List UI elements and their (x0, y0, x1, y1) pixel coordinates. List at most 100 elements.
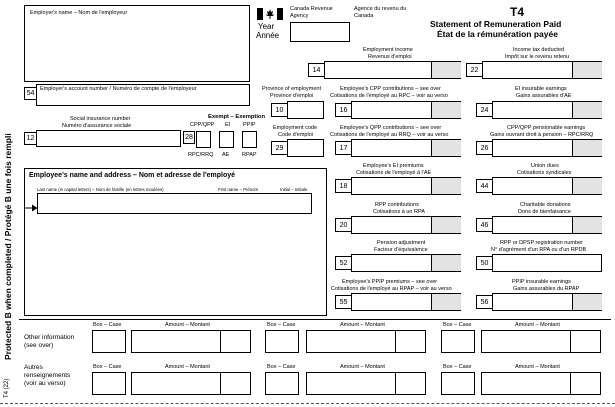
other-amount-label-6: Amount – Montant (515, 364, 560, 370)
year-field[interactable] (290, 22, 350, 42)
box-14-number: 14 (308, 63, 325, 77)
other-amount-5-field[interactable] (306, 372, 426, 395)
box-55-label-fr: Cotisations de l'employé au RPAP – voir … (331, 286, 452, 292)
other-info-label-fr-1: Autres (24, 364, 43, 371)
section-top-rule (19, 319, 611, 320)
box-46-label-fr: Dons de bienfaisance (518, 209, 571, 215)
box-44-field[interactable] (492, 177, 602, 195)
box-18-field[interactable] (351, 177, 461, 195)
other-box-label-5: Box – Case (267, 364, 296, 370)
box-50-number: 50 (476, 256, 493, 270)
box-50-field[interactable] (492, 254, 602, 272)
box-20-field[interactable] (351, 216, 461, 234)
form-version: T4 (22) (4, 378, 10, 398)
box-54-label: Employer's account number / Numéro de co… (40, 86, 197, 92)
box-28-ei-label: EI (225, 122, 231, 128)
other-amount-label-4: Amount – Montant (165, 364, 210, 370)
box-29-field[interactable] (287, 139, 324, 157)
form-title-en: Statement of Remuneration Paid (430, 19, 562, 29)
employer-name-field[interactable] (24, 5, 250, 82)
box-12-label-en: Social insurance number (70, 116, 131, 122)
other-box-1-field[interactable] (92, 330, 126, 353)
box-55-field[interactable] (351, 293, 461, 311)
other-info-label-fr-2: renseignements (24, 372, 71, 379)
box-28-exempt-label: Exempt – Exemption (208, 114, 266, 120)
agency-name-en: Canada Revenue Agency (290, 6, 333, 19)
other-box-label-1: Box – Case (93, 322, 122, 328)
initial-label: Initial – Initiale (280, 187, 308, 192)
other-box-6-field[interactable] (441, 372, 475, 395)
other-amount-6-field[interactable] (481, 372, 601, 395)
box-17-label-en: Employee's QPP contributions – see over (340, 125, 442, 131)
other-info-label-en-2: (see over) (24, 342, 54, 349)
box-52-label-en: Pension adjustment (377, 240, 426, 246)
box-28-ae-label: AE (222, 152, 230, 158)
cut-line (0, 403, 615, 404)
other-amount-3-field[interactable] (481, 330, 601, 353)
other-amount-label-5: Amount – Montant (340, 364, 385, 370)
box-46-field[interactable] (492, 216, 602, 234)
box-22-number: 22 (466, 63, 483, 77)
box-16-label-fr: Cotisations de l'employé au RPC – voir a… (330, 93, 448, 99)
other-amount-2-field[interactable] (306, 330, 426, 353)
other-amount-label-2: Amount – Montant (340, 322, 385, 328)
box-17-field[interactable] (351, 139, 461, 157)
other-amount-1-field[interactable] (131, 330, 251, 353)
box-29-label-en: Employment code (273, 125, 318, 131)
box-56-label-fr: Gains assurables du RPAP (513, 286, 580, 292)
box-28-rpap-label: RPAP (242, 152, 257, 158)
box-26-number: 26 (476, 141, 493, 155)
box-10-label-en: Province of employment (262, 86, 321, 92)
box-17-label-fr: Cotisations de l'employé au RRQ – voir a… (330, 132, 449, 138)
box-12-field[interactable] (36, 130, 181, 147)
other-box-2-field[interactable] (265, 330, 299, 353)
box-46-number: 46 (476, 218, 493, 232)
box-24-label-fr: Gains assurables d'AE (516, 93, 572, 99)
box-17-number: 17 (335, 141, 352, 155)
employee-name-field[interactable] (37, 193, 312, 214)
box-54-field[interactable] (36, 84, 250, 106)
other-info-label-fr-3: (voir au verso) (24, 380, 66, 387)
box-52-field[interactable] (351, 254, 461, 272)
box-14-field[interactable] (324, 61, 461, 79)
employee-section-heading: Employee's name and address – Nom et adr… (29, 172, 236, 179)
box-28-ppip-checkbox[interactable] (242, 131, 257, 148)
box-28-cpp-label: CPP/QPP (190, 122, 215, 128)
box-44-label-en: Union dues (531, 163, 559, 169)
box-22-label-fr: Impôt sur le revenu retenu (505, 54, 570, 60)
form-title-fr: État de la rémunération payée (437, 29, 558, 39)
other-amount-label-3: Amount – Montant (515, 322, 560, 328)
box-16-label-en: Employee's CPP contributions – see over (340, 86, 441, 92)
other-box-3-field[interactable] (441, 330, 475, 353)
box-24-field[interactable] (492, 101, 602, 119)
box-44-number: 44 (476, 179, 493, 193)
box-12-label-fr: Numéro d'assurance sociale (62, 123, 132, 129)
box-14-label-en: Employment income (363, 47, 413, 53)
box-26-field[interactable] (492, 139, 602, 157)
box-28-ei-checkbox[interactable] (219, 131, 234, 148)
box-20-label-en: RPP contributions (375, 202, 419, 208)
last-name-label: Last name (in capital letters) – Nom de … (37, 187, 164, 192)
box-56-field[interactable] (492, 293, 602, 311)
box-50-label-en: RPP or DPSP registration number (500, 240, 583, 246)
box-20-label-fr: Cotisations à un RPA (373, 209, 425, 215)
box-10-number: 10 (271, 103, 288, 117)
other-box-label-6: Box – Case (443, 364, 472, 370)
box-22-label-en: Income tax deducted (513, 47, 565, 53)
box-52-number: 52 (335, 256, 352, 270)
box-22-field[interactable] (482, 61, 602, 79)
other-box-4-field[interactable] (92, 372, 126, 395)
other-amount-4-field[interactable] (131, 372, 251, 395)
other-amount-label-1: Amount – Montant (165, 322, 210, 328)
box-18-label-fr: Cotisations de l'employé à l'AE (356, 170, 432, 176)
box-16-field[interactable] (351, 101, 461, 119)
other-box-label-4: Box – Case (93, 364, 122, 370)
other-box-label-3: Box – Case (443, 322, 472, 328)
other-box-5-field[interactable] (265, 372, 299, 395)
box-24-number: 24 (476, 103, 493, 117)
box-10-field[interactable] (287, 101, 324, 119)
box-28-cpp-checkbox[interactable] (196, 131, 211, 148)
box-44-label-fr: Cotisations syndicales (517, 170, 572, 176)
box-56-label-en: PPIP insurable earnings (512, 279, 571, 285)
agency-name-fr: Agence du revenu du Canada (354, 6, 407, 19)
